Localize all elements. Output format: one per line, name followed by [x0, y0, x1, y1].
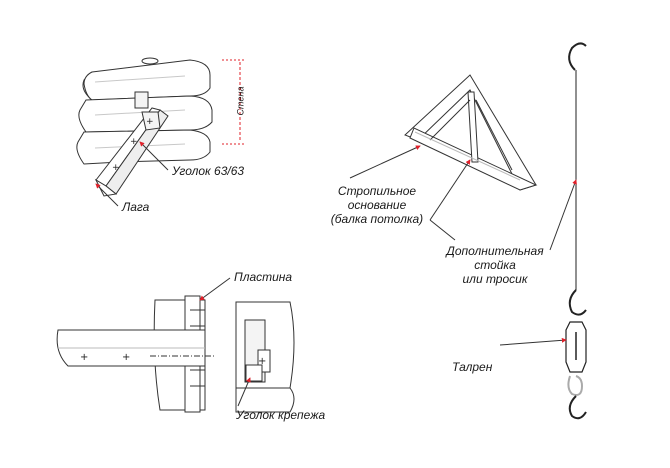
- angle-63-label: Уголок 63/63: [172, 164, 245, 178]
- extra-post-line-1: Дополнительная: [446, 244, 544, 258]
- svg-text:+: +: [122, 352, 130, 363]
- extra-post-line-2: стойка: [474, 258, 516, 272]
- rafter-truss-figure: [349, 74, 538, 241]
- plate-label: Пластина: [234, 270, 293, 284]
- svg-text:+: +: [80, 352, 88, 363]
- wall-label: Стена: [235, 86, 246, 116]
- turnbuckle-figure: [499, 42, 587, 420]
- fastening-angle-label: Уголок крепежа: [236, 408, 326, 422]
- rafter-base-line-2: основание: [347, 198, 407, 212]
- extra-post-label: Дополнительная стойка или тросик: [436, 244, 554, 286]
- rafter-base-line-3: (балка потолка): [330, 212, 424, 226]
- svg-text:+: +: [258, 356, 266, 367]
- rafter-base-line-1: Стропильное: [337, 184, 417, 198]
- joist-label: Лага: [122, 200, 150, 214]
- svg-text:+: +: [112, 163, 120, 173]
- wall-joist-figure: + + +: [76, 57, 246, 207]
- svg-text:+: +: [130, 137, 138, 147]
- beam-plate-figure: + + +: [56, 277, 295, 413]
- rafter-base-label: Стропильное основание (балка потолка): [322, 184, 432, 226]
- extra-post-line-3: или тросик: [462, 272, 528, 286]
- svg-text:+: +: [146, 117, 154, 127]
- turnbuckle-label: Талрен: [452, 360, 493, 374]
